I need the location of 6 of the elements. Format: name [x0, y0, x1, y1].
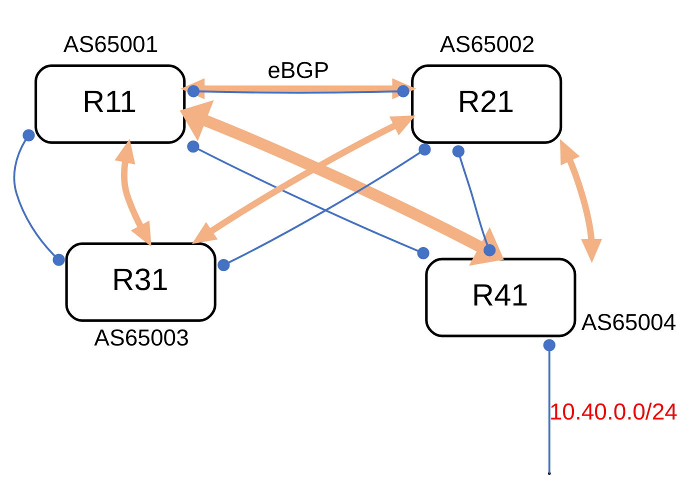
node-label: AS65004: [581, 308, 676, 335]
node-label: AS65003: [94, 324, 189, 350]
edge-label: 10.40.0.0/24: [549, 398, 678, 424]
edge-label: eBGP: [268, 56, 330, 82]
node-label: AS65001: [63, 30, 158, 57]
node-label: AS65002: [440, 30, 535, 57]
